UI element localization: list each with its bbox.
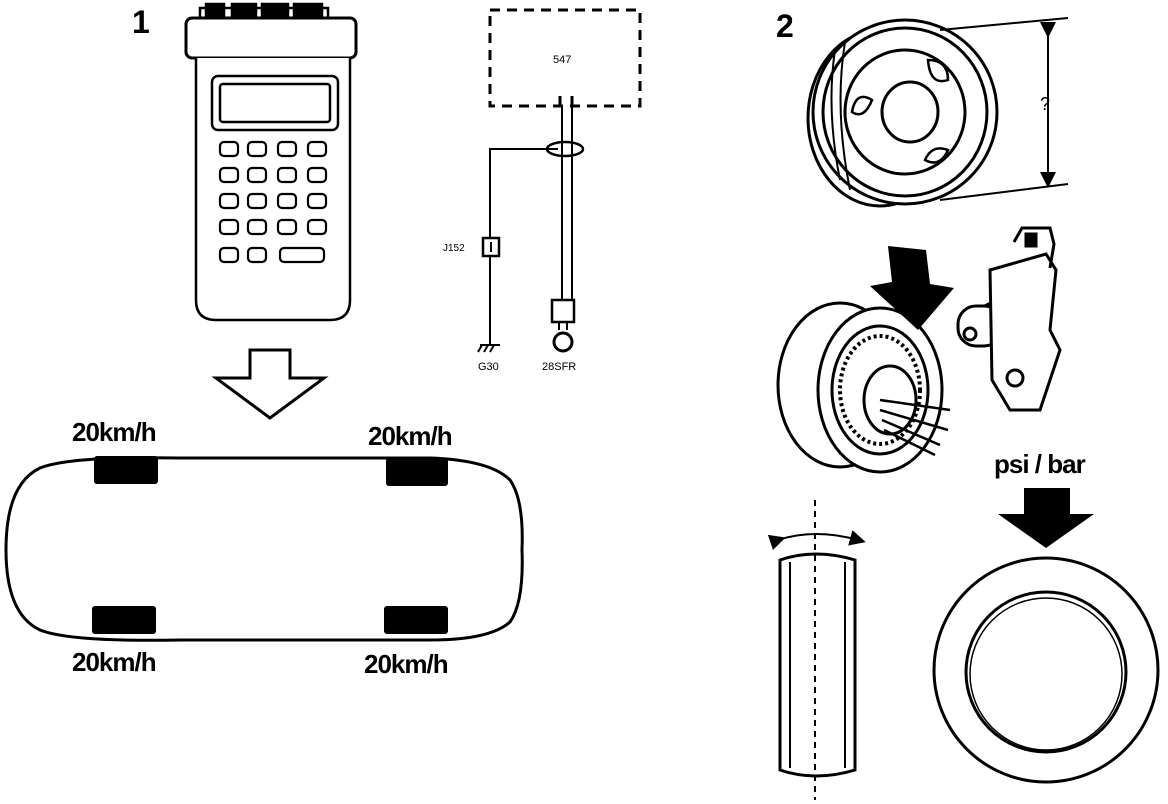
module-label: 547 <box>553 54 571 66</box>
wheel-rear-left <box>92 606 156 634</box>
connector-label: 28SFR <box>542 361 576 373</box>
wheel-front-left <box>94 456 158 484</box>
speed-label-front-left: 20km/h <box>72 417 156 447</box>
wheel-rear-right <box>384 606 448 634</box>
pressure-label: psi / bar <box>994 449 1086 479</box>
sensor-label: J152 <box>443 243 465 254</box>
solid-down-arrow-icon <box>870 246 954 330</box>
wheel-rim-icon <box>806 17 1069 208</box>
pressure-arrow-icon <box>998 488 1094 548</box>
tire-front-icon <box>932 556 1160 784</box>
speed-label-front-right: 20km/h <box>368 421 452 451</box>
speed-label-rear-left: 20km/h <box>72 647 156 677</box>
tire-tread-icon <box>767 500 866 800</box>
diameter-label: ? <box>1040 94 1050 114</box>
control-module-box <box>488 8 642 108</box>
panel-number-1: 1 <box>132 4 150 40</box>
diagnostic-tester-icon <box>184 2 358 322</box>
wiring-schematic <box>477 8 642 353</box>
wheel-front-right <box>386 458 448 486</box>
down-arrow-icon <box>211 348 329 420</box>
speed-label-rear-right: 20km/h <box>364 649 448 679</box>
tone-ring-sensor-icon <box>776 226 1062 474</box>
connector-symbol <box>550 298 576 324</box>
panel-number-2: 2 <box>776 8 794 44</box>
connector-ring <box>552 331 574 353</box>
ground-label: G30 <box>478 361 499 373</box>
